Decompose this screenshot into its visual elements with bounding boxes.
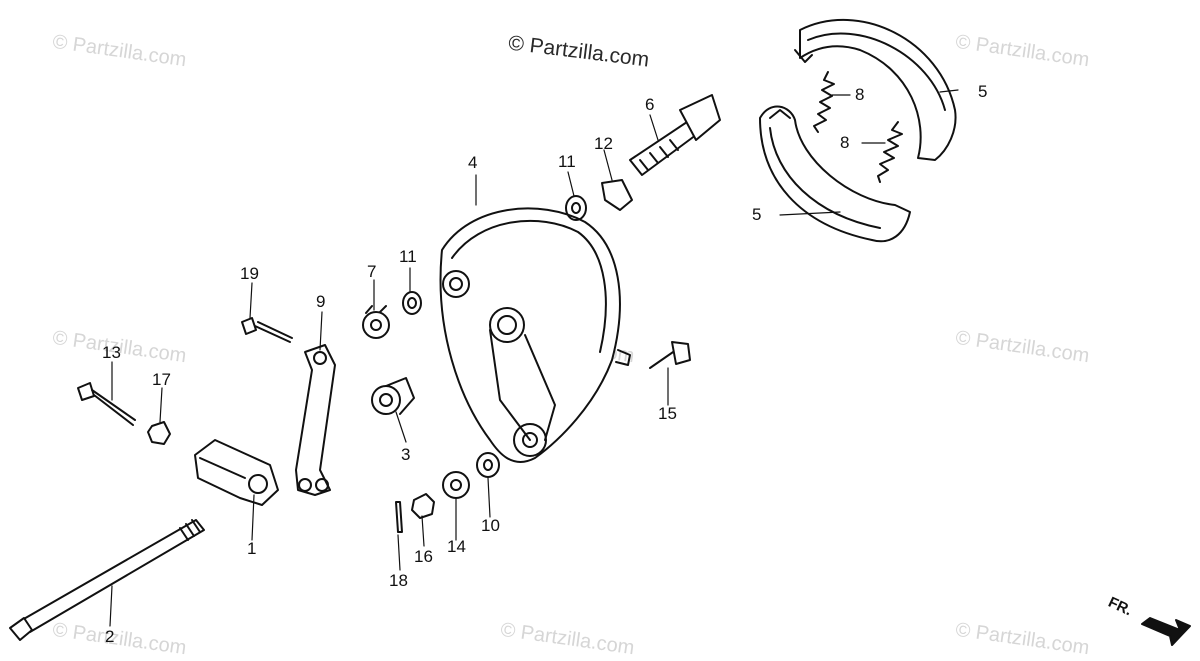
callout-8-upper: 8 xyxy=(855,85,865,104)
callout-19: 19 xyxy=(240,264,259,283)
callout-6: 6 xyxy=(645,95,655,114)
callout-11-lower: 11 xyxy=(399,247,417,266)
brake-cam xyxy=(629,94,721,176)
callout-17: 17 xyxy=(152,370,171,389)
washer-10 xyxy=(476,452,500,478)
spring-lower xyxy=(877,121,903,183)
cotter-pin xyxy=(395,501,403,533)
arm-bolt xyxy=(241,317,293,343)
brake-arm xyxy=(295,344,336,496)
callout-3: 3 xyxy=(401,445,411,464)
washer-14 xyxy=(442,471,470,499)
collar xyxy=(371,377,415,415)
callout-15: 15 xyxy=(658,404,677,423)
leader-lines xyxy=(109,89,959,627)
callout-11-upper: 11 xyxy=(558,152,576,171)
callout-12: 12 xyxy=(594,134,613,153)
callout-13: 13 xyxy=(102,343,121,362)
callout-5-upper: 5 xyxy=(978,82,988,101)
callout-10: 10 xyxy=(481,516,500,535)
nut-16 xyxy=(411,493,435,519)
spring-upper xyxy=(813,71,835,133)
callout-14: 14 xyxy=(447,537,466,556)
nut-17 xyxy=(147,421,171,445)
brake-shoe-upper xyxy=(794,19,957,161)
brake-panel xyxy=(439,207,631,463)
callout-8-lower: 8 xyxy=(840,133,850,152)
front-arrow-icon xyxy=(1141,617,1191,646)
callout-5-lower: 5 xyxy=(752,205,762,224)
axle xyxy=(9,519,205,641)
bolt-13 xyxy=(77,382,136,426)
brake-shoe-lower xyxy=(759,105,911,243)
washer-11-upper xyxy=(565,195,587,221)
callout-4: 4 xyxy=(468,153,478,172)
callout-2: 2 xyxy=(105,627,115,646)
wear-indicator xyxy=(362,305,390,339)
callout-9: 9 xyxy=(316,292,326,311)
indicator-plate xyxy=(601,179,633,211)
washer-11-lower xyxy=(402,291,422,315)
callout-16: 16 xyxy=(414,547,433,566)
callout-7: 7 xyxy=(367,262,377,281)
callout-1: 1 xyxy=(247,539,257,558)
callout-18: 18 xyxy=(389,571,408,590)
brake-lever xyxy=(194,439,279,506)
anchor-pin-bolt xyxy=(649,341,691,369)
